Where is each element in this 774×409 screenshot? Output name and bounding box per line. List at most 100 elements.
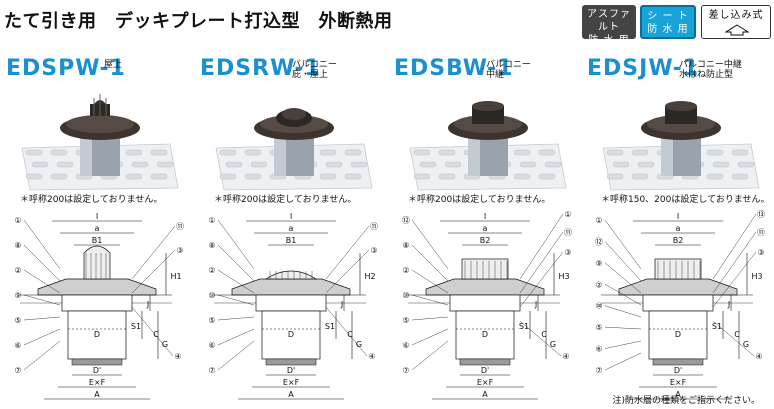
up-arrow-icon — [725, 24, 749, 36]
leader-line — [131, 249, 176, 294]
leader-line — [519, 231, 564, 294]
callout-left: ⑤ — [208, 316, 215, 325]
leader-line — [712, 320, 755, 357]
dimension-label-exf: E×F — [89, 378, 106, 387]
dimension-label-b: B1 — [286, 236, 297, 245]
leader-line — [604, 219, 642, 270]
dimension-label-d2: D' — [674, 366, 682, 375]
callout-left: ⑧ — [14, 241, 21, 250]
dimension-label-A: A — [288, 390, 294, 399]
callout-left: ⑦ — [208, 366, 215, 375]
dimension-label-a: a — [483, 224, 488, 233]
callout-left: ② — [595, 280, 602, 289]
leader-line — [604, 352, 642, 371]
leader-line — [217, 328, 255, 346]
dimension-label-exf: E×F — [670, 378, 687, 387]
leader-line — [411, 340, 449, 371]
leader-line — [604, 241, 642, 282]
dimension-label-side1: H2 — [364, 272, 375, 281]
dimension-label-s1: S1 — [325, 322, 335, 331]
leader-line — [217, 316, 255, 321]
leader-line — [712, 251, 757, 308]
dimension-label-A: A — [94, 390, 100, 399]
sheet-waterproof-badge: シ ー ト 防 水 用 — [640, 5, 696, 39]
leader-line — [23, 328, 61, 346]
callout-left: ① — [14, 216, 21, 225]
leader-line — [712, 231, 757, 294]
model-name: EDSBW-1 — [394, 56, 514, 81]
leader-line — [217, 269, 255, 294]
callout-left: ⑥ — [14, 341, 21, 350]
dimension-label-d2: D' — [93, 366, 101, 375]
callout-left: ① — [595, 216, 602, 225]
leader-line — [131, 225, 176, 280]
dimension-label-a: a — [676, 224, 681, 233]
callout-right: ④ — [368, 352, 375, 361]
callout-right: ③ — [564, 248, 571, 257]
callout-left: ⑤ — [595, 323, 602, 332]
model-name: EDSRW-1 — [200, 56, 321, 81]
dimension-label-d: D — [482, 330, 488, 339]
insert-type-badge: 差し込み式 — [701, 5, 771, 39]
product-photo — [409, 101, 567, 191]
dimension-label-d: D — [94, 330, 100, 339]
model-name: EDSPW-1 — [6, 56, 126, 81]
callout-right: ③ — [370, 246, 377, 255]
model-subtitle: 屋上 — [104, 60, 123, 70]
callout-left: ⑫ — [402, 216, 410, 225]
product-photo — [21, 94, 179, 191]
page-title: たて引き用 デッキプレート打込型 外断熱用 — [4, 11, 393, 32]
callout-left: ⑦ — [402, 366, 409, 375]
product-note: ＊呼称150、200は設定しておりません。 — [601, 195, 770, 205]
callout-left: ⑨ — [14, 291, 21, 300]
leader-line — [411, 269, 449, 294]
leader-line — [519, 251, 564, 308]
asphalt-waterproof-badge: アスファルト 防 水 用 — [582, 5, 636, 46]
leader-line — [604, 326, 642, 330]
leader-line — [411, 219, 449, 270]
product-photo — [602, 101, 760, 191]
dimension-label-s1: S1 — [519, 322, 529, 331]
callout-right: ④ — [562, 352, 569, 361]
dimension-label-j: J — [534, 300, 537, 309]
callout-left: ⑩ — [595, 302, 602, 311]
dimension-label-s1: S1 — [712, 322, 722, 331]
dimension-label-c: C — [347, 330, 353, 339]
leader-line — [411, 294, 449, 306]
leader-line — [411, 316, 449, 321]
leader-line — [217, 294, 255, 306]
leader-line — [604, 262, 642, 294]
leader-line — [712, 213, 757, 280]
model-subtitle: 庇・屋上 — [292, 70, 329, 80]
callout-right: ⑬ — [757, 210, 765, 219]
callout-left: ⑧ — [402, 241, 409, 250]
model-subtitle: 中継 — [486, 70, 505, 80]
dimension-label-top: I — [484, 212, 486, 221]
callout-left: ⑤ — [402, 316, 409, 325]
callout-left: ⑥ — [208, 341, 215, 350]
model-subtitle: バルコニー中継 — [679, 60, 742, 70]
dimension-label-a: a — [95, 224, 100, 233]
dimension-label-g: G — [743, 340, 749, 349]
header: たて引き用 デッキプレート打込型 外断熱用 アスファルト 防 水 用 シ ー ト… — [0, 0, 774, 46]
callout-left: ⑥ — [595, 345, 602, 354]
dimension-label-g: G — [162, 340, 168, 349]
dimension-label-exf: E×F — [477, 378, 494, 387]
callout-right: ④ — [755, 352, 762, 361]
dimension-label-j: J — [727, 300, 730, 309]
leader-line — [325, 225, 370, 280]
leader-line — [411, 328, 449, 346]
leader-line — [325, 306, 368, 357]
product-note: ＊呼称200は設定しておりません。 — [214, 195, 357, 205]
dimension-label-c: C — [153, 330, 159, 339]
dimension-label-d2: D' — [287, 366, 295, 375]
model-subtitle: バルコニー — [486, 60, 531, 70]
dimension-label-b: B2 — [673, 236, 684, 245]
dimension-label-c: C — [734, 330, 740, 339]
callout-right: ① — [564, 210, 571, 219]
leader-line — [325, 249, 370, 294]
callout-left: ② — [208, 266, 215, 275]
